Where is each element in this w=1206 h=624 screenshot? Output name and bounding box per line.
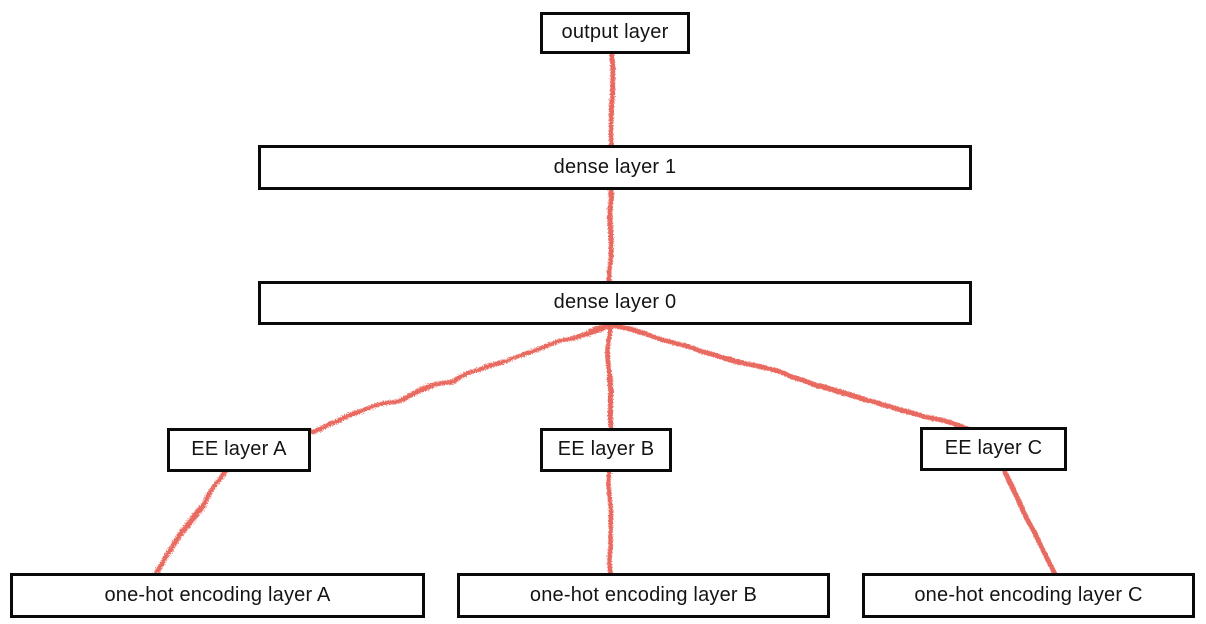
node-ee-layer-b: EE layer B (540, 428, 672, 472)
edge-eeA-onehotA (150, 465, 228, 579)
node-output-layer: output layer (540, 12, 690, 54)
node-output-layer-label: output layer (561, 21, 669, 43)
node-ee-layer-c-label: EE layer C (944, 437, 1043, 459)
node-one-hot-encoding-layer-b-label: one-hot encoding layer B (529, 583, 758, 606)
node-one-hot-encoding-layer-b: one-hot encoding layer B (457, 573, 830, 618)
edge-output-dense1 (606, 49, 613, 151)
node-one-hot-encoding-layer-a-label: one-hot encoding layer A (104, 583, 331, 606)
node-dense-layer-0-label: dense layer 0 (553, 291, 677, 313)
edge-dense0-eeA (303, 319, 611, 433)
node-one-hot-encoding-layer-c-label: one-hot encoding layer C (914, 583, 1143, 606)
node-dense-layer-0: dense layer 0 (258, 281, 972, 325)
node-dense-layer-1: dense layer 1 (258, 145, 972, 190)
node-one-hot-encoding-layer-a: one-hot encoding layer A (10, 573, 425, 618)
edge-eeC-onehotC (998, 464, 1058, 579)
node-ee-layer-b-label: EE layer B (557, 438, 655, 460)
edge-eeB-onehotB (605, 466, 613, 579)
node-ee-layer-c: EE layer C (920, 427, 1067, 471)
node-ee-layer-a-label: EE layer A (191, 438, 287, 460)
node-ee-layer-a: EE layer A (167, 428, 311, 472)
node-one-hot-encoding-layer-c: one-hot encoding layer C (862, 573, 1195, 618)
edge-dense0-eeC (605, 319, 1000, 439)
node-dense-layer-1-label: dense layer 1 (553, 155, 677, 178)
